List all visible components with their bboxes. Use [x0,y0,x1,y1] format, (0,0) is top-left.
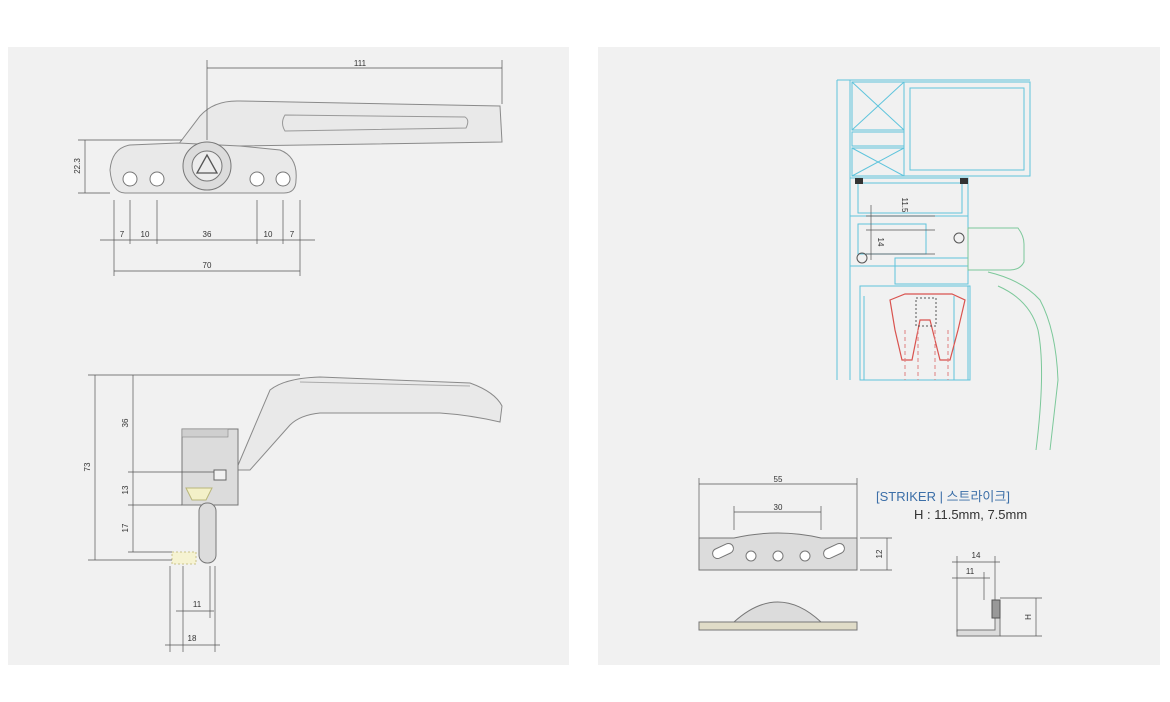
dim-h14: 14 [876,238,885,247]
dim-w18: 18 [188,634,197,643]
dim-d4: 10 [264,230,273,239]
striker-height-text: H : 11.5mm, 7.5mm [914,507,1028,522]
dim-d2: 10 [141,230,150,239]
dim-h11-5: 11.5 [900,198,909,214]
right-panel [598,47,1160,665]
handle-side-view [171,376,503,565]
striker-side-profile: 14 11 H [952,551,1042,637]
dim-total-h: 73 [83,462,92,471]
dimensions-top-view: 111 22.3 7 10 36 10 7 70 [73,59,503,276]
dim-total: 70 [203,261,212,270]
dim-w30: 30 [774,503,783,512]
dim-w11: 11 [193,600,202,609]
dim-h36: 36 [121,418,130,427]
window-section-view: 11.5 14 [836,79,1059,451]
dim-d5: 7 [290,230,295,239]
left-panel [8,47,569,665]
dim-length: 111 [354,59,367,68]
dim-h13: 13 [121,485,130,494]
striker-title: [STRIKER | 스트라이크] [876,489,1010,504]
dim-w55: 55 [774,475,783,484]
dim-d1: 7 [120,230,125,239]
dim-d3: 36 [203,230,212,239]
striker-drawing: 55 30 12 [698,475,892,631]
dim-w14: 14 [972,551,981,560]
dim-h: H [1024,614,1033,620]
dimensions-side-view: 73 36 13 17 11 18 [83,374,300,652]
dim-w11: 11 [966,567,975,576]
handle-top-view [109,100,503,194]
dim-height: 22.3 [73,158,82,174]
dim-h12: 12 [875,549,884,558]
dim-h17: 17 [121,523,130,532]
